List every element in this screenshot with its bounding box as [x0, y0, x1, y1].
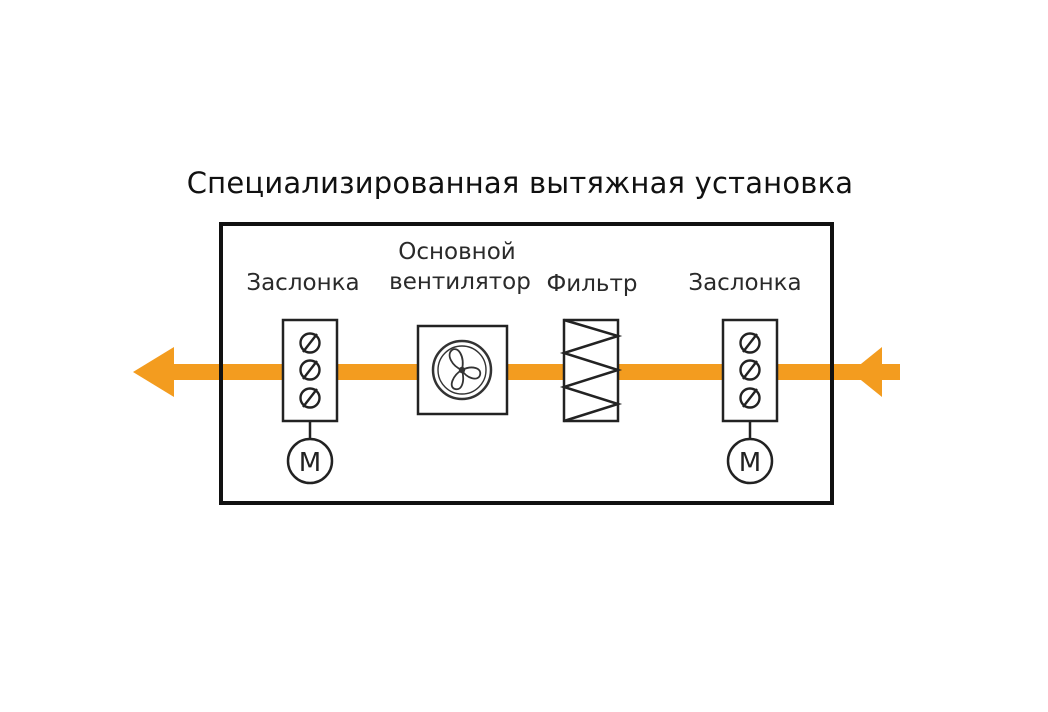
label-damper-right: Заслонка — [688, 270, 801, 296]
label-damper-left: Заслонка — [246, 270, 359, 296]
damper-left: M — [281, 318, 339, 485]
motor-label-left: M — [299, 448, 321, 478]
motor-icon — [286, 437, 334, 485]
label-fan-line1: Основной — [398, 239, 515, 265]
label-fan-line2: вентилятор — [389, 269, 531, 295]
arrow-left-icon — [133, 347, 174, 397]
unit-housing — [219, 222, 834, 505]
label-filter: Фильтр — [546, 271, 637, 297]
motor-label-right: M — [739, 448, 761, 478]
main-fan — [416, 324, 509, 416]
fan-icon — [431, 339, 493, 401]
motor-icon — [726, 437, 774, 485]
damper-right: M — [721, 318, 779, 485]
diagram-title: Специализированная вытяжная установка — [186, 166, 854, 200]
airflow-line — [160, 364, 900, 380]
inlet-arrow-icon — [851, 347, 882, 397]
filter — [559, 318, 623, 423]
